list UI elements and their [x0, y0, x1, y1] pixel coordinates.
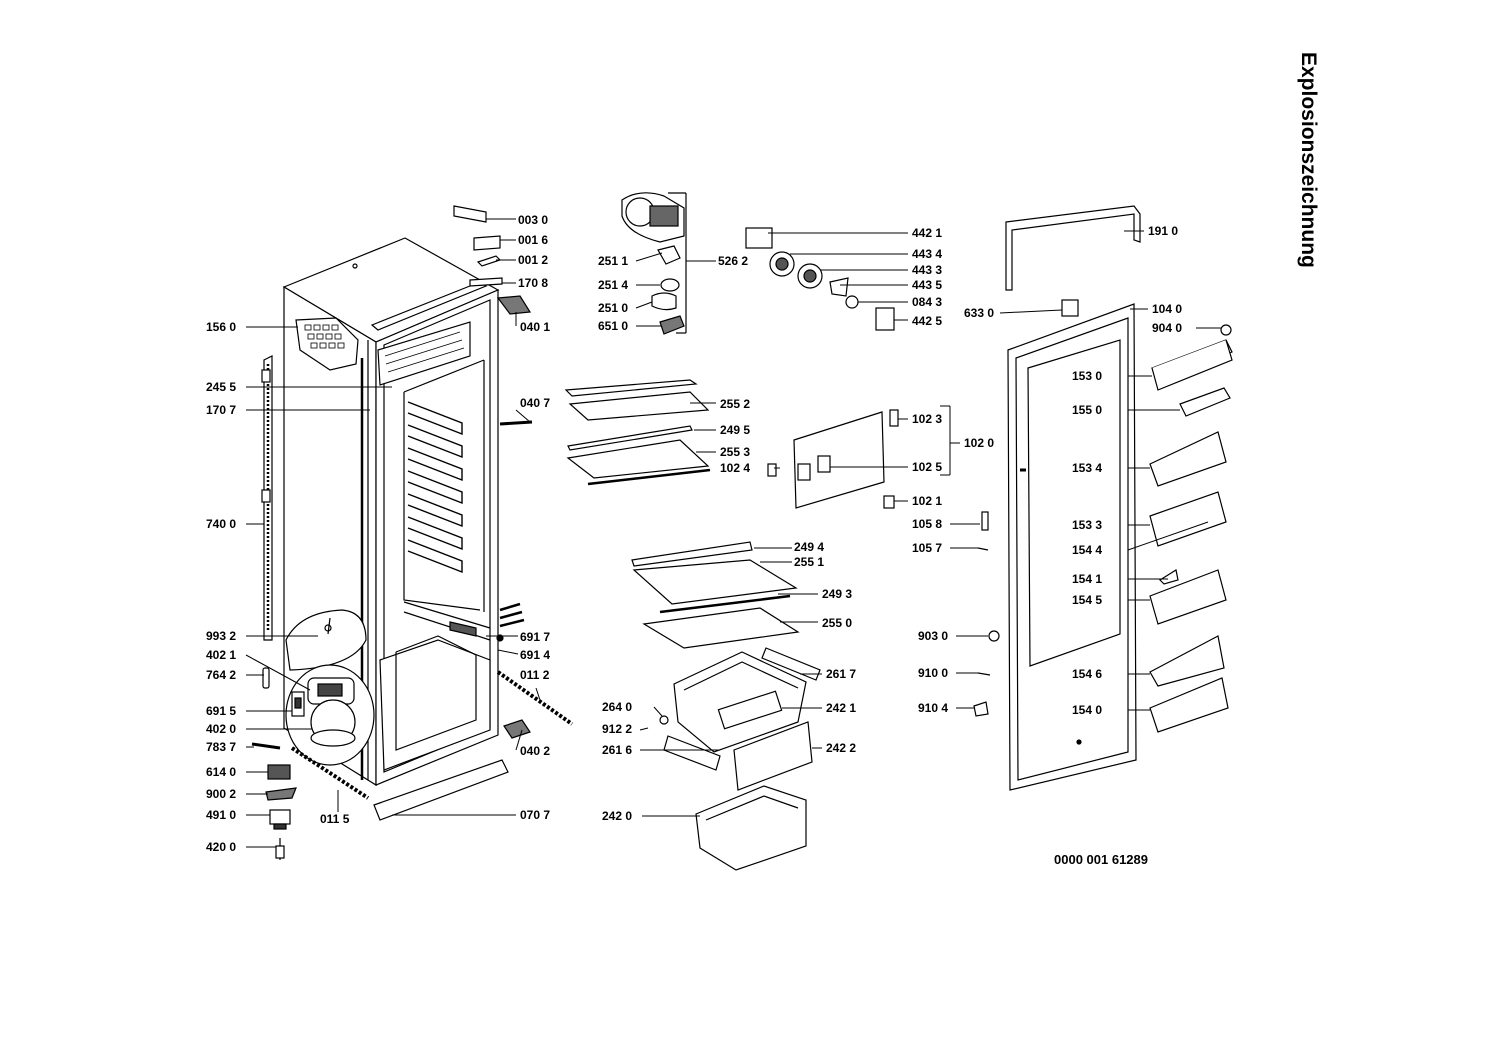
part-label: 154 5	[1072, 593, 1103, 607]
part-label: 102 1	[912, 494, 943, 508]
part-label: 040 2	[520, 744, 551, 758]
part-label: 040 7	[520, 396, 551, 410]
part-label: 102 5	[912, 460, 943, 474]
part-label: 420 0	[206, 840, 237, 854]
part-label: 255 2	[720, 397, 751, 411]
small-left-parts	[251, 205, 574, 860]
part-label: 102 4	[720, 461, 751, 475]
part-label: 443 3	[912, 263, 943, 277]
part-label: 910 0	[918, 666, 949, 680]
part-label: 102 0	[964, 436, 995, 450]
fan-motor-drawing	[745, 227, 895, 331]
part-label: 084 3	[912, 295, 943, 309]
part-label: 249 3	[822, 587, 853, 601]
part-label: 443 5	[912, 278, 943, 292]
part-label: 251 1	[598, 254, 629, 268]
part-label: 912 2	[602, 722, 633, 736]
part-label: 903 0	[918, 629, 949, 643]
part-label: 255 0	[822, 616, 853, 630]
fridge-door-drawing	[1005, 205, 1233, 791]
fan-assembly-drawing	[621, 192, 687, 335]
part-label: 003 0	[518, 213, 549, 227]
part-label: 070 7	[520, 808, 551, 822]
part-label: 614 0	[206, 765, 237, 779]
part-label: 156 0	[206, 320, 237, 334]
part-label: 255 1	[794, 555, 825, 569]
part-label: 249 4	[794, 540, 825, 554]
part-label: 153 3	[1072, 518, 1103, 532]
part-label: 153 4	[1072, 461, 1103, 475]
part-label: 251 4	[598, 278, 629, 292]
part-label: 001 6	[518, 233, 549, 247]
part-label: 910 4	[918, 701, 949, 715]
part-label: 245 5	[206, 380, 237, 394]
compressor-magnified	[285, 664, 375, 766]
part-label: 242 2	[826, 741, 857, 755]
glass-shelf-upper-drawing	[564, 379, 711, 486]
part-label: 154 0	[1072, 703, 1103, 717]
part-label: 104 0	[1152, 302, 1183, 316]
part-label: 170 7	[206, 403, 237, 417]
part-label: 105 8	[912, 517, 943, 531]
part-label: 040 1	[520, 320, 551, 334]
part-label: 170 8	[518, 276, 549, 290]
crisper-drawer-drawing	[659, 647, 821, 871]
part-label: 011 2	[520, 668, 550, 682]
part-label: 993 2	[206, 629, 237, 643]
part-label: 011 5	[320, 812, 350, 826]
diagram-title: Explosionszeichnung	[1297, 52, 1320, 268]
part-label: 261 6	[602, 743, 633, 757]
part-label: 402 0	[206, 722, 237, 736]
part-label: 442 1	[912, 226, 943, 240]
part-label: 633 0	[964, 306, 995, 320]
part-label: 001 2	[518, 253, 549, 267]
glass-shelf-lower-drawing	[631, 541, 800, 649]
part-label: 264 0	[602, 700, 633, 714]
part-label: 261 7	[826, 667, 857, 681]
part-label: 764 2	[206, 668, 237, 682]
part-label: 443 4	[912, 247, 943, 261]
part-label: 249 5	[720, 423, 751, 437]
document-number: 0000 001 61289	[1054, 852, 1148, 867]
part-label: 402 1	[206, 648, 237, 662]
part-label: 155 0	[1072, 403, 1103, 417]
part-label: 691 7	[520, 630, 551, 644]
leader-lines	[245, 218, 1222, 848]
part-label: 442 5	[912, 314, 943, 328]
part-label: 255 3	[720, 445, 751, 459]
part-label: 691 5	[206, 704, 237, 718]
part-label: 242 1	[826, 701, 857, 715]
part-label: 651 0	[598, 319, 629, 333]
lamp-cover-drawing	[767, 409, 1000, 717]
part-label: 154 4	[1072, 543, 1103, 557]
part-label: 900 2	[206, 787, 237, 801]
part-label: 691 4	[520, 648, 551, 662]
part-label: 102 3	[912, 412, 943, 426]
part-label: 783 7	[206, 740, 237, 754]
part-label: 242 0	[602, 809, 633, 823]
part-label: 251 0	[598, 301, 629, 315]
part-label: 154 1	[1072, 572, 1103, 586]
ice-tray-drawing	[295, 317, 359, 371]
heater-cable-drawing	[261, 355, 273, 641]
part-label: 904 0	[1152, 321, 1183, 335]
part-label: 191 0	[1148, 224, 1179, 238]
part-label: 491 0	[206, 808, 237, 822]
part-label: 526 2	[718, 254, 749, 268]
part-label: 153 0	[1072, 369, 1103, 383]
part-label: 740 0	[206, 517, 237, 531]
part-label: 105 7	[912, 541, 943, 555]
part-label: 154 6	[1072, 667, 1103, 681]
